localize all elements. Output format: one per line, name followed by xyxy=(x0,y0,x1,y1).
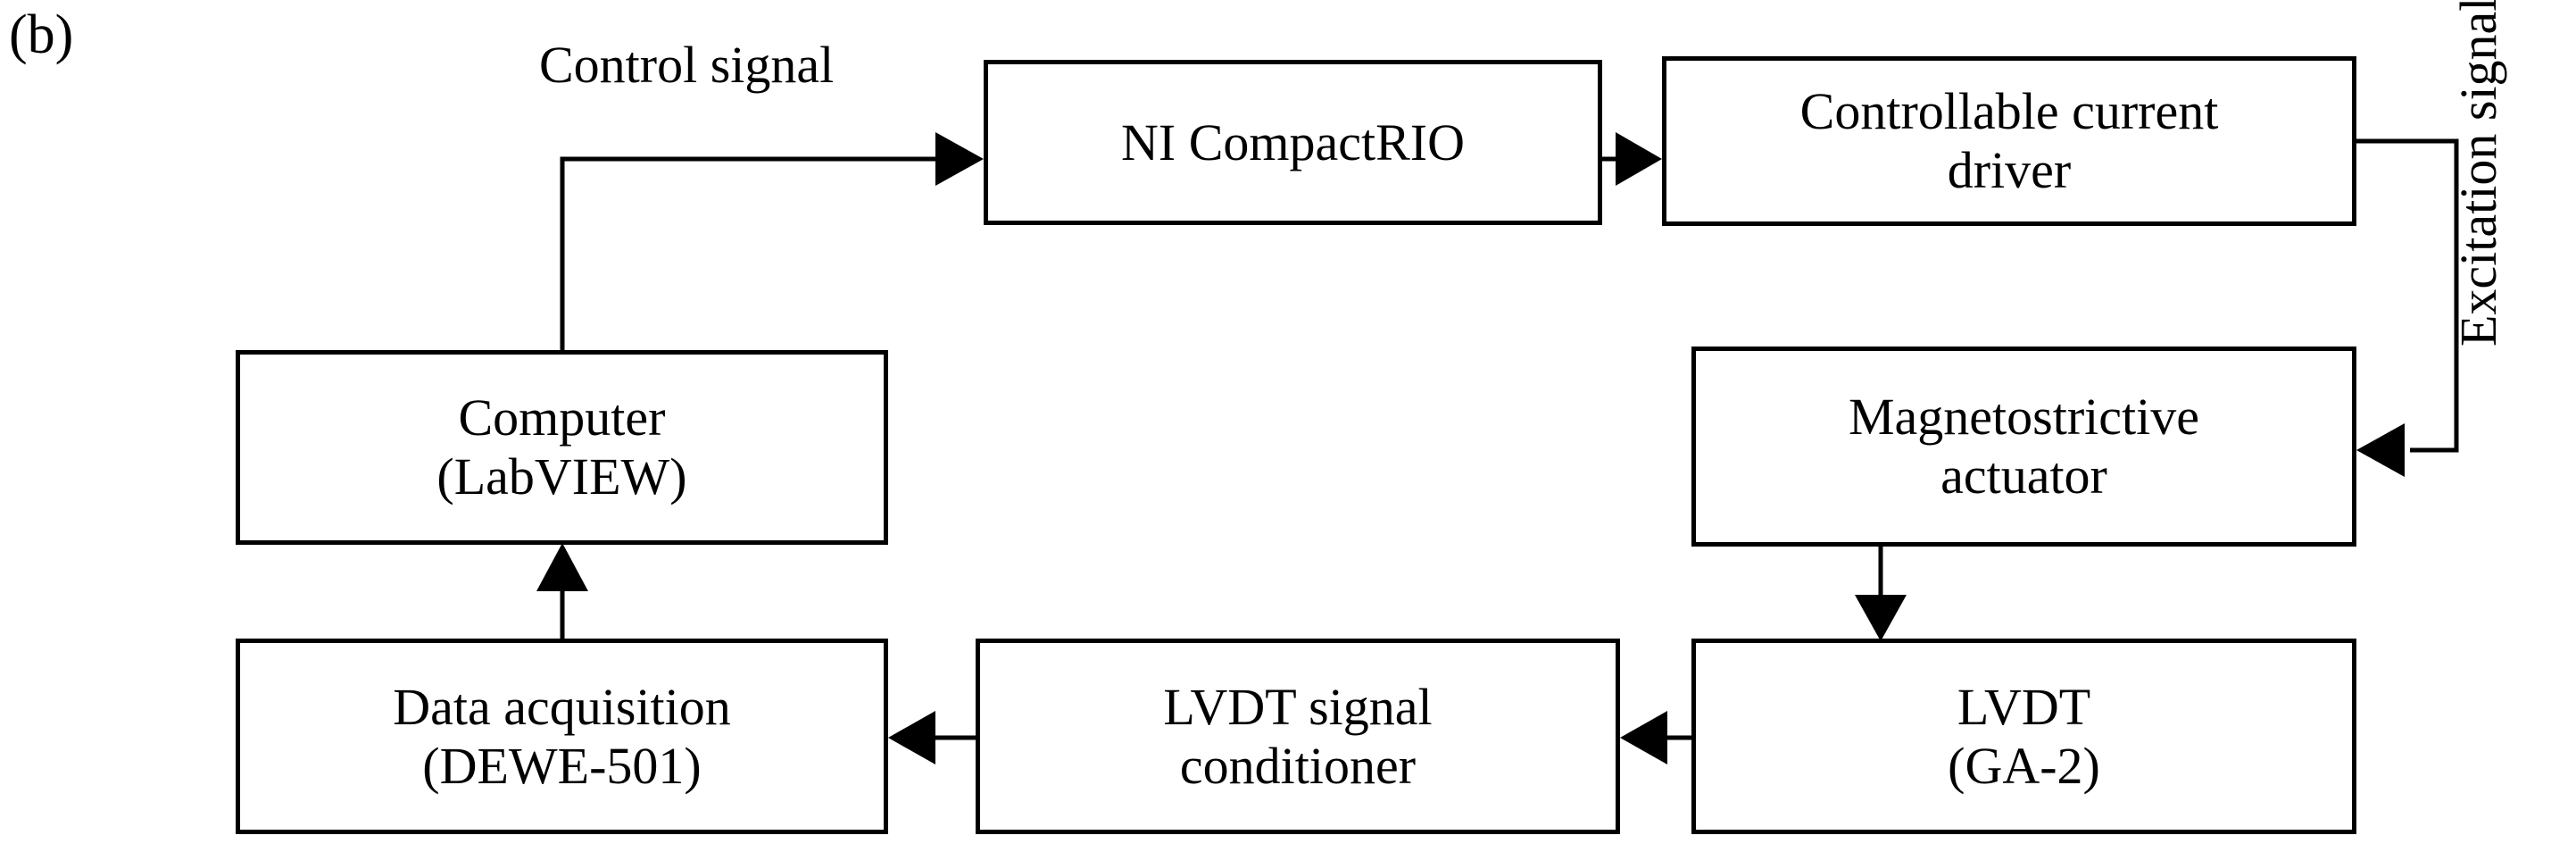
node-lvdt-signal-conditioner-label: LVDT signal conditioner xyxy=(1163,677,1433,795)
node-ni-compactrio-label: NI CompactRIO xyxy=(1121,113,1465,171)
node-lvdt[interactable]: LVDT (GA-2) xyxy=(1691,639,2356,834)
node-magnetostrictive-actuator[interactable]: Magnetostrictive actuator xyxy=(1691,347,2356,547)
node-ni-compactrio[interactable]: NI CompactRIO xyxy=(984,60,1602,225)
arrowhead-into-computer xyxy=(536,543,588,591)
wire-computer-to-ni-compactrio xyxy=(560,156,948,354)
edge-label-excitation-signal: Excitation signal xyxy=(2449,0,2507,347)
node-data-acquisition-label: Data acquisition (DEWE-501) xyxy=(393,677,731,795)
arrowhead-into-current-driver xyxy=(1616,132,1662,186)
node-controllable-current-driver-label: Controllable current driver xyxy=(1799,82,2219,199)
panel-label: (b) xyxy=(9,4,74,65)
node-lvdt-signal-conditioner[interactable]: LVDT signal conditioner xyxy=(976,639,1620,834)
arrowhead-into-lvdt xyxy=(1855,595,1907,641)
wire-current-driver-to-actuator xyxy=(2356,138,2459,453)
node-computer[interactable]: Computer (LabVIEW) xyxy=(236,350,888,545)
node-controllable-current-driver[interactable]: Controllable current driver xyxy=(1662,56,2356,226)
arrowhead-into-ni-compactrio xyxy=(935,132,984,186)
arrowhead-into-data-acquisition xyxy=(888,711,935,764)
edge-label-control-signal: Control signal xyxy=(539,36,835,94)
node-computer-label: Computer (LabVIEW) xyxy=(436,388,687,505)
node-magnetostrictive-actuator-label: Magnetostrictive actuator xyxy=(1848,388,2199,505)
arrowhead-into-conditioner xyxy=(1620,711,1667,764)
node-lvdt-label: LVDT (GA-2) xyxy=(1948,677,2100,795)
arrowhead-into-actuator xyxy=(2356,423,2405,477)
node-data-acquisition[interactable]: Data acquisition (DEWE-501) xyxy=(236,639,888,834)
